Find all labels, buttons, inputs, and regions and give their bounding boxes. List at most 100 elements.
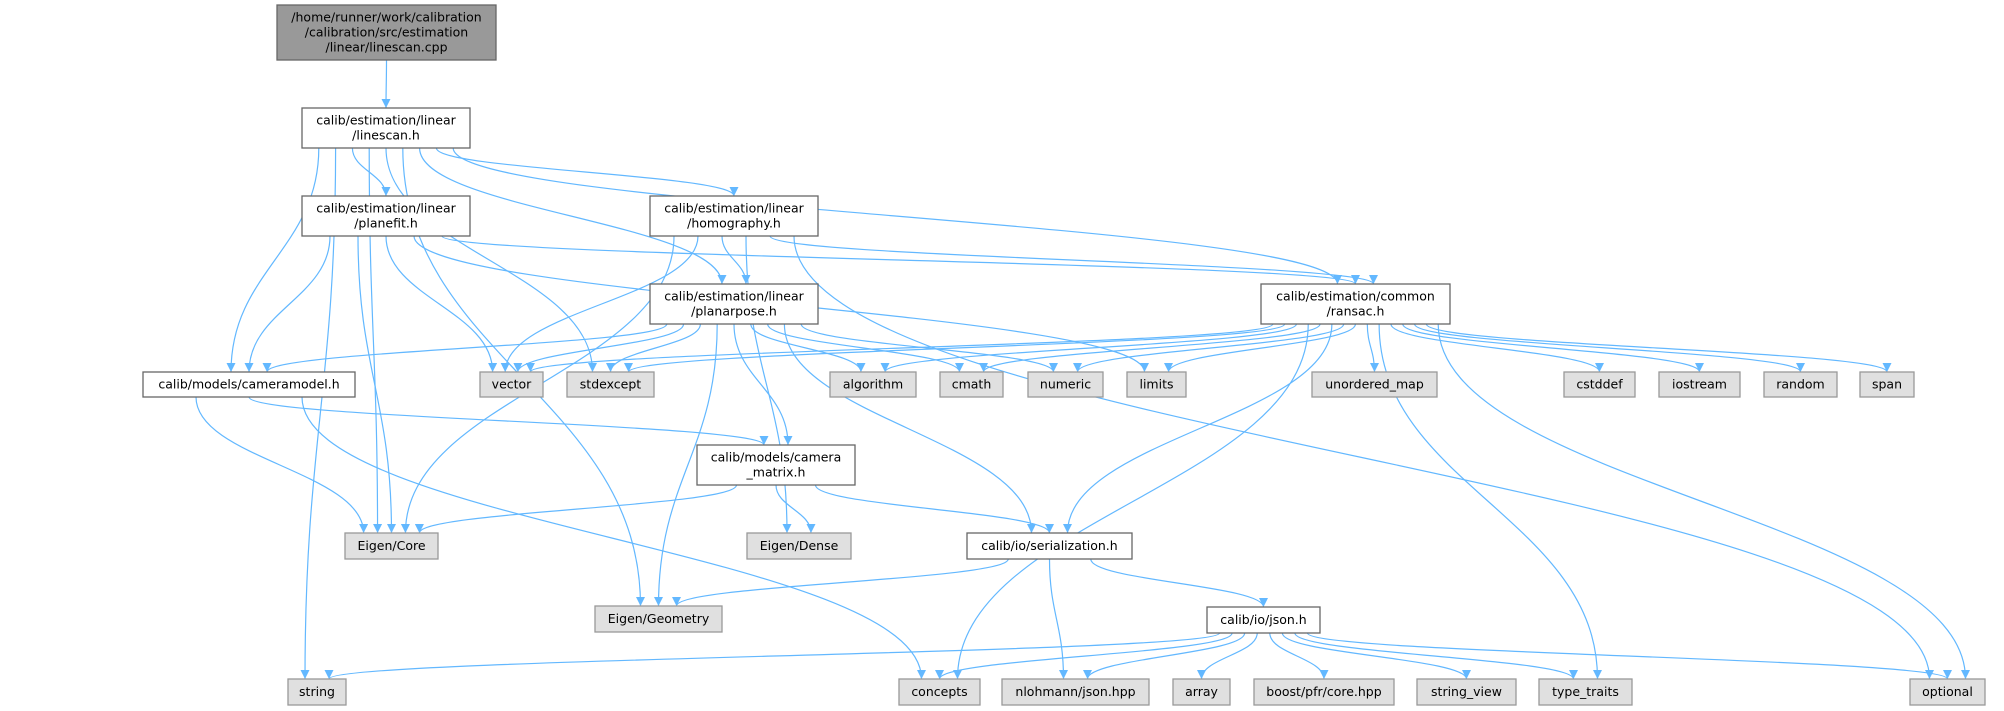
edge-linescan-to-cameramodel (226, 147, 320, 373)
node-label: /linescan.h (352, 128, 420, 143)
node-label: boost/pfr/core.hpp (1266, 684, 1381, 699)
node-label: span (1872, 377, 1902, 392)
node-label: vector (492, 377, 533, 392)
node-planefit[interactable]: calib/estimation/linear/planefit.h (301, 195, 471, 237)
edge-json_h-to-boost_pfr (1269, 632, 1329, 680)
node-box (898, 678, 981, 706)
edge-ransac-to-algorithm (880, 323, 1298, 373)
node-serialization[interactable]: calib/io/serialization.h (966, 532, 1133, 560)
node-label: /linear/linescan.cpp (325, 40, 447, 55)
node-array: array (1172, 678, 1231, 706)
node-label: string_view (1431, 684, 1502, 699)
edge-planefit-to-eigen_core (357, 235, 396, 534)
node-camera_matrix[interactable]: calib/models/camera_matrix.h (696, 444, 856, 486)
node-optional: optional (1909, 678, 1986, 706)
edge-json_h-to-concepts (935, 632, 1233, 680)
node-label: random (1776, 377, 1824, 392)
node-label: /home/runner/work/calibration (291, 10, 481, 25)
node-label: array (1185, 684, 1218, 699)
node-box (1253, 678, 1395, 706)
edge-ransac-to-cmath (979, 323, 1321, 373)
node-box (649, 195, 819, 237)
node-span: span (1859, 371, 1915, 398)
edge-planarpose-to-numeric (800, 323, 1058, 373)
edge-homography-to-ransac (769, 235, 1378, 285)
edge-homography-to-planarpose (721, 235, 751, 285)
node-box (276, 4, 497, 61)
node-box (1658, 371, 1741, 398)
node-nlohmann: nlohmann/json.hpp (1001, 678, 1150, 706)
node-cameramodel[interactable]: calib/models/cameramodel.h (142, 371, 356, 398)
node-label: _matrix.h (746, 465, 806, 480)
node-label: calib/estimation/linear (316, 113, 456, 128)
node-concepts: concepts (898, 678, 981, 706)
node-label: stdexcept (580, 377, 641, 392)
node-label: /planarpose.h (691, 304, 777, 319)
node-box (939, 371, 1004, 398)
node-label: nlohmann/json.hpp (1015, 684, 1135, 699)
edge-planarpose-to-stdexcept (606, 323, 701, 373)
node-box (1859, 371, 1915, 398)
edge-ransac-to-random (1413, 323, 1805, 373)
edge-serialization-to-nlohmann (1048, 558, 1068, 680)
node-box (594, 605, 723, 633)
edge-linescan-to-string (300, 147, 337, 680)
node-label: type_traits (1552, 684, 1619, 699)
node-label: calib/estimation/linear (316, 201, 456, 216)
edge-linescan-to-ransac (452, 147, 1342, 285)
node-label: calib/estimation/linear (664, 201, 804, 216)
node-json_h[interactable]: calib/io/json.h (1206, 606, 1321, 634)
node-box (479, 371, 544, 398)
node-iostream: iostream (1658, 371, 1741, 398)
edge-homography-to-eigen_dense (745, 235, 792, 534)
node-label: cmath (952, 377, 992, 392)
node-linescan[interactable]: calib/estimation/linear/linescan.h (301, 107, 471, 149)
edge-linescan-to-planefit (351, 147, 391, 197)
node-planarpose[interactable]: calib/estimation/linear/planarpose.h (649, 283, 819, 325)
nodes-layer: /home/runner/work/calibration/calibratio… (142, 4, 1986, 706)
node-ransac[interactable]: calib/estimation/common/ransac.h (1260, 283, 1451, 325)
node-box (142, 371, 356, 398)
node-label: calib/estimation/linear (664, 289, 804, 304)
node-label: calib/estimation/common (1276, 289, 1435, 304)
node-string_view: string_view (1416, 678, 1517, 706)
edge-ransac-to-optional (1437, 323, 1970, 680)
node-box (746, 532, 852, 560)
node-stdexcept: stdexcept (566, 371, 655, 398)
edge-json_h-to-optional (1306, 632, 1952, 680)
node-label: /homography.h (687, 216, 781, 231)
edge-planefit-to-ransac (441, 235, 1360, 285)
node-limits: limits (1126, 371, 1187, 398)
edge-planefit-to-vector (385, 235, 498, 373)
node-unordered_map: unordered_map (1311, 371, 1438, 398)
node-root[interactable]: /home/runner/work/calibration/calibratio… (276, 4, 497, 61)
edge-camera_matrix-to-eigen_dense (775, 484, 816, 534)
node-box (1172, 678, 1231, 706)
node-box (1001, 678, 1150, 706)
node-box (287, 678, 347, 706)
node-label: numeric (1040, 377, 1091, 392)
node-numeric: numeric (1027, 371, 1104, 398)
edge-serialization-to-eigen_geometry (672, 558, 1009, 607)
node-label: Eigen/Geometry (608, 611, 710, 626)
edge-ransac-to-vector (526, 323, 1274, 373)
node-label: /planefit.h (354, 216, 418, 231)
node-vector: vector (479, 371, 544, 398)
edge-linescan-to-stdexcept (385, 147, 597, 373)
node-label: optional (1922, 684, 1973, 699)
edge-json_h-to-string (324, 632, 1221, 680)
node-eigen_dense: Eigen/Dense (746, 532, 852, 560)
node-box (1416, 678, 1517, 706)
node-label: cstddef (1576, 377, 1623, 392)
edge-planarpose-to-eigen_geometry (654, 323, 718, 607)
edge-ransac-to-serialization (1063, 323, 1333, 534)
node-label: Eigen/Dense (760, 538, 839, 553)
node-homography[interactable]: calib/estimation/linear/homography.h (649, 195, 819, 237)
node-box (1909, 678, 1986, 706)
node-cmath: cmath (939, 371, 1004, 398)
node-label: limits (1139, 377, 1173, 392)
edge-homography-to-vector (500, 235, 699, 373)
node-label: algorithm (843, 377, 903, 392)
node-eigen_core: Eigen/Core (344, 532, 439, 560)
edge-planarpose-to-cameramodel (262, 323, 668, 373)
